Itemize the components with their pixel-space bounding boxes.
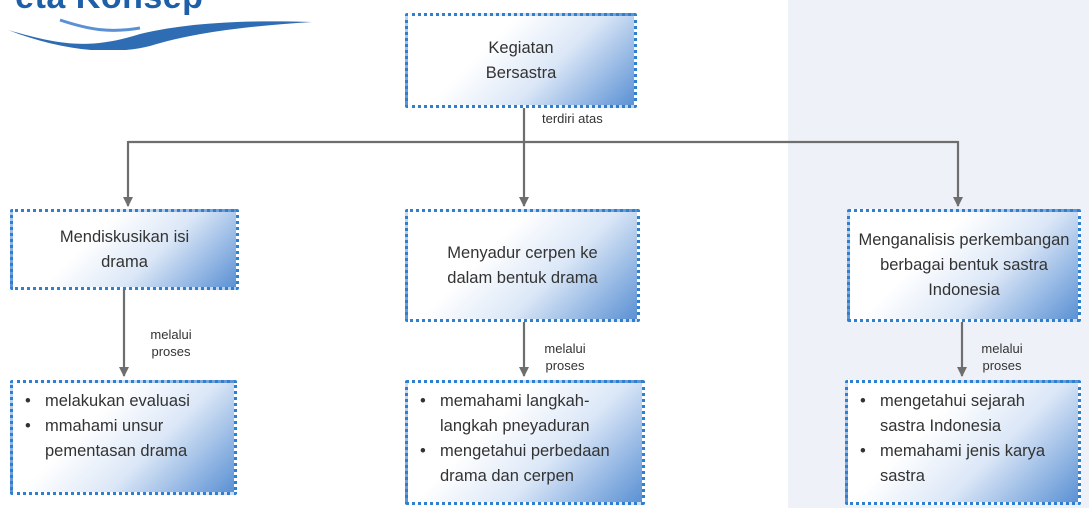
list-item: memahami jenis karya sastra bbox=[860, 439, 1074, 489]
root-edge-label: terdiri atas bbox=[542, 111, 603, 126]
root-node: Kegiatan Bersastra bbox=[405, 13, 637, 108]
branch-node-3-label: Menganalisis perkembangan berbagai bentu… bbox=[858, 231, 1070, 299]
list-item: mengetahui sejarah sastra Indonesia bbox=[860, 389, 1074, 439]
process-list-1-items: melakukan evaluasi mmahami unsur pementa… bbox=[25, 389, 230, 464]
edge-label-branch-2: melalui proses bbox=[544, 341, 586, 373]
logo-text: Peta Konsep bbox=[0, 0, 203, 17]
process-list-2: memahami langkah-langkah pneyaduran meng… bbox=[405, 380, 645, 505]
root-node-label: Kegiatan Bersastra bbox=[485, 38, 557, 82]
logo-swoosh-icon bbox=[8, 18, 312, 50]
edge-label-branch-1: melalui proses bbox=[150, 327, 192, 359]
list-item: memahami langkah-langkah pneyaduran bbox=[420, 389, 638, 439]
edge-label-branch-3: melalui proses bbox=[981, 341, 1023, 373]
list-item: mmahami unsur pementasan drama bbox=[25, 414, 230, 464]
process-list-3: mengetahui sejarah sastra Indonesia mema… bbox=[845, 380, 1081, 505]
branch-node-2: Menyadur cerpen ke dalam bentuk drama bbox=[405, 209, 640, 322]
process-list-2-items: memahami langkah-langkah pneyaduran meng… bbox=[420, 389, 638, 489]
branch-node-1-label: Mendiskusikan isi drama bbox=[59, 227, 190, 271]
process-list-3-items: mengetahui sejarah sastra Indonesia mema… bbox=[860, 389, 1074, 489]
branch-node-3: Menganalisis perkembangan berbagai bentu… bbox=[847, 209, 1081, 322]
process-list-1: melakukan evaluasi mmahami unsur pementa… bbox=[10, 380, 237, 495]
branch-node-1: Mendiskusikan isi drama bbox=[10, 209, 239, 290]
list-item: mengetahui perbedaan drama dan cerpen bbox=[420, 439, 638, 489]
logo: Peta Konsep bbox=[0, 0, 320, 50]
branch-node-2-label: Menyadur cerpen ke dalam bentuk drama bbox=[447, 243, 598, 287]
list-item: melakukan evaluasi bbox=[25, 389, 230, 414]
